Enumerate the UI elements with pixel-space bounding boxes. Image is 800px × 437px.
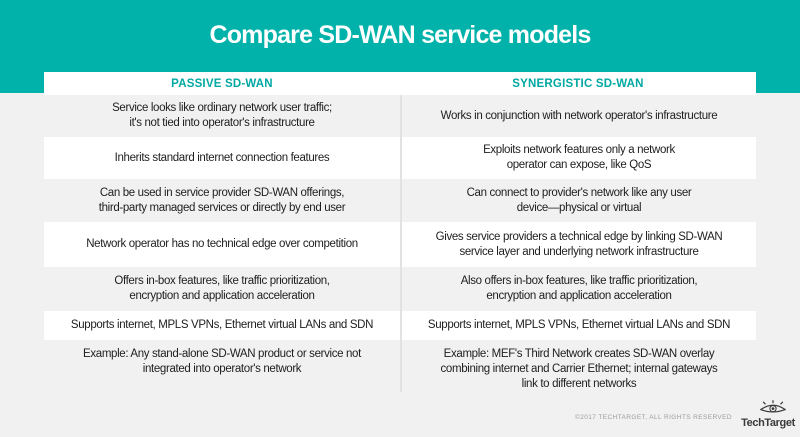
synergistic-cell: Exploits network features only a network… <box>400 137 756 179</box>
table-row: Offers in-box features, like traffic pri… <box>44 267 756 311</box>
table-row: Example: Any stand-alone SD-WAN product … <box>44 340 756 405</box>
table-row: Network operator has no technical edge o… <box>44 222 756 267</box>
table-row: Service looks like ordinary network user… <box>44 95 756 137</box>
table-row: Supports internet, MPLS VPNs, Ethernet v… <box>44 311 756 340</box>
synergistic-cell: Works in conjunction with network operat… <box>400 95 756 137</box>
synergistic-cell: Gives service providers a technical edge… <box>400 222 756 267</box>
passive-cell: Network operator has no technical edge o… <box>86 238 358 250</box>
passive-cell: Service looks like ordinary network user… <box>112 102 332 129</box>
synergistic-cell: Can connect to provider's network like a… <box>400 179 756 222</box>
techtarget-logo: TechTarget <box>741 399 795 429</box>
column-header-passive: PASSIVE SD-WAN <box>171 77 273 90</box>
eye-icon <box>758 399 788 418</box>
passive-cell: Example: Any stand-alone SD-WAN product … <box>83 348 361 375</box>
table-row: Can be used in service provider SD-WAN o… <box>44 179 756 222</box>
synergistic-cell: Example: MEF's Third Network creates SD-… <box>400 340 756 392</box>
table-header-row: PASSIVE SD-WAN SYNERGISTIC SD-WAN <box>44 72 756 95</box>
logo-text: TechTarget <box>741 416 795 429</box>
footer: ©2017 TECHTARGET, ALL RIGHTS RESERVED Te… <box>374 397 795 431</box>
comparison-table: PASSIVE SD-WAN SYNERGISTIC SD-WAN Servic… <box>44 72 756 405</box>
synergistic-cell: Also offers in-box features, like traffi… <box>400 267 756 311</box>
synergistic-cell: Supports internet, MPLS VPNs, Ethernet v… <box>400 311 756 340</box>
passive-cell: Offers in-box features, like traffic pri… <box>114 275 330 302</box>
page-title: Compare SD-WAN service models <box>209 21 591 49</box>
table-row: Inherits standard internet connection fe… <box>44 137 756 179</box>
passive-cell: Inherits standard internet connection fe… <box>114 151 330 164</box>
column-header-synergistic: SYNERGISTIC SD-WAN <box>512 77 644 90</box>
passive-cell: Can be used in service provider SD-WAN o… <box>98 186 346 214</box>
passive-cell: Supports internet, MPLS VPNs, Ethernet v… <box>70 319 374 331</box>
copyright-text: ©2017 TECHTARGET, ALL RIGHTS RESERVED <box>575 413 732 421</box>
